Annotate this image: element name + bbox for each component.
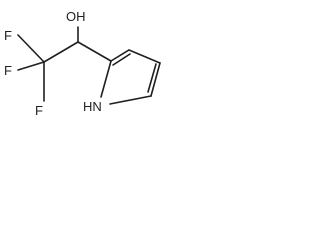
pyrrole-bond-c2-c3	[110, 49, 130, 62]
bond-c1-cf3	[43, 41, 79, 63]
atom-label-oh: OH	[66, 9, 86, 24]
pyrrole-bond-c2-n	[100, 60, 112, 98]
bond-cf3-f-left	[17, 61, 45, 71]
pyrrole-bond-c4-c5	[150, 62, 161, 97]
trifluoro-pyrrolyl-ethanol-structure: OH F F F HN	[4, 9, 161, 118]
pyrrole-bond-c2-c3-double	[112, 53, 131, 66]
atom-label-nh: HN	[83, 99, 102, 114]
atom-label-f-left: F	[4, 63, 12, 78]
atom-label-f-bottom: F	[35, 103, 43, 118]
bond-cf3-f-top	[17, 34, 45, 63]
pyrrole-bond-c5-n	[109, 95, 152, 105]
pyrrole-bond-c4-c5-double	[147, 63, 157, 93]
structure-canvas: OH F F F HN	[0, 0, 178, 122]
pyrrole-bond-c3-c4	[128, 49, 161, 64]
bond-c1-pyrrole	[77, 41, 112, 62]
atom-label-f-top: F	[4, 28, 12, 43]
